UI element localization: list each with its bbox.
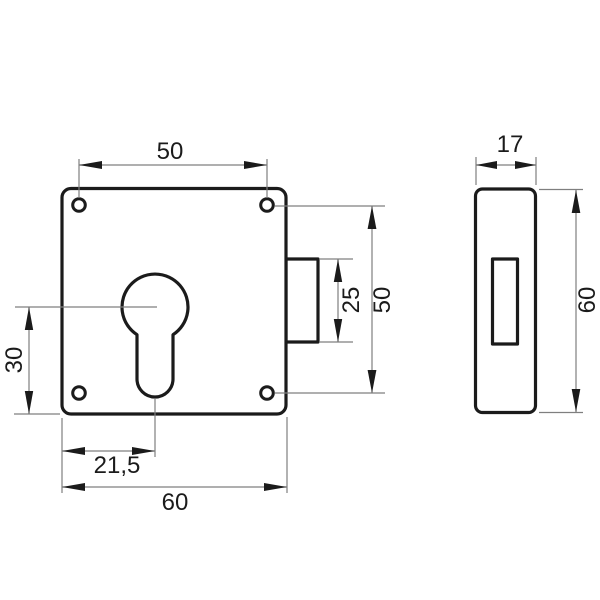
arrow-right-icon: [132, 447, 155, 455]
arrow-down-icon: [24, 391, 34, 414]
arrow-down-icon: [571, 389, 581, 412]
arrow-up-icon: [571, 190, 581, 213]
dimension-label-60-width: 60: [162, 489, 189, 516]
dimension-label-17: 17: [497, 131, 524, 158]
dimension-axis-to-bottom: 30: [1, 307, 60, 415]
dimension-bolt-height: 25: [320, 258, 365, 343]
dimension-hole-spacing-horizontal: 50: [78, 138, 268, 198]
arrow-left-icon: [79, 161, 102, 169]
bolt-slot-outline: [490, 257, 520, 346]
side-view: [473, 187, 538, 415]
screw-hole-top-right: [259, 197, 275, 213]
bolt-outline: [284, 257, 320, 344]
dimension-label-top-50: 50: [157, 138, 184, 165]
front-view: [15, 186, 320, 457]
arrow-up-icon: [367, 206, 377, 229]
dimension-label-right-50: 50: [369, 287, 396, 314]
dimension-label-30: 30: [1, 347, 28, 374]
dimension-depth: 17: [475, 131, 537, 185]
dimension-label-21-5: 21,5: [94, 452, 141, 479]
screw-hole-top-left: [71, 197, 87, 213]
dimension-label-25: 25: [338, 287, 365, 314]
dimension-hole-spacing-vertical: 50: [275, 205, 396, 394]
arrow-right-icon: [244, 161, 267, 169]
arrow-left-icon: [476, 161, 497, 169]
dimension-overall-width: 60: [62, 417, 288, 516]
arrow-down-icon: [367, 370, 377, 393]
arrow-up-icon: [24, 307, 34, 330]
screw-hole-bottom-right: [259, 385, 275, 401]
screw-hole-bottom-left: [71, 385, 87, 401]
arrow-left-icon: [62, 447, 85, 455]
arrow-right-icon: [515, 161, 536, 169]
dimension-overall-height: 60: [539, 188, 600, 414]
arrow-right-icon: [264, 483, 287, 491]
euro-cylinder-keyhole-outline: [120, 272, 190, 399]
arrow-left-icon: [62, 483, 85, 491]
arrow-down-icon: [333, 319, 343, 342]
dimension-edge-to-axis: 21,5: [61, 418, 155, 493]
dimension-label-60-height: 60: [574, 287, 600, 314]
arrow-up-icon: [333, 259, 343, 282]
